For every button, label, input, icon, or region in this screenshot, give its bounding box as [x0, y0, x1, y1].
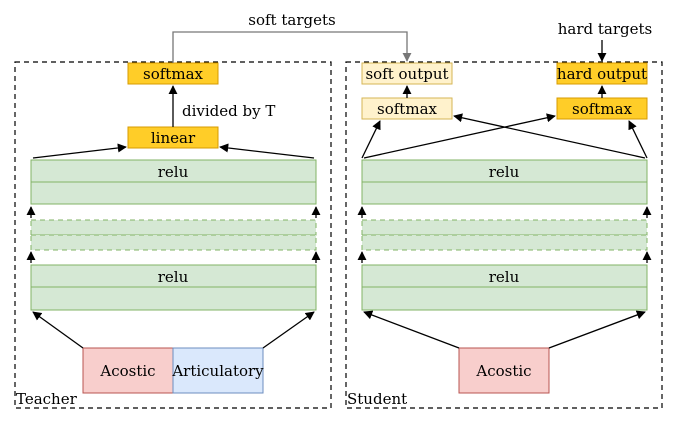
student-hard-softmax-label: softmax	[572, 100, 632, 118]
arrow-student-input-left	[363, 310, 460, 349]
arrow-relu-left-to-soft-softmax	[361, 120, 381, 159]
teacher-layer-2	[30, 181, 317, 205]
teacher-dashed-layer-1	[30, 219, 317, 236]
teacher-input-articulatory	[172, 347, 264, 394]
teacher-input-acoustic-label: Acostic	[99, 362, 155, 380]
student-hard-output-label: hard output	[557, 65, 647, 83]
student-relu-top-label: relu	[489, 163, 520, 181]
student-layer-4	[361, 286, 648, 311]
arrow-relu-right-to-soft-softmax	[453, 113, 646, 159]
arrow-relu-right-to-linear	[219, 143, 315, 159]
soft-targets-label: soft targets	[248, 11, 335, 29]
student-input-acoustic-label: Acostic	[475, 362, 531, 380]
teacher-softmax-label: softmax	[143, 65, 203, 83]
student-soft-output-box	[361, 62, 453, 85]
student-layer-2	[361, 181, 648, 205]
student-relu-bottom-label: relu	[489, 268, 520, 286]
teacher-linear-label: linear	[151, 129, 196, 147]
teacher-input-articulatory-label: Articulatory	[171, 362, 264, 380]
arrow-relu-left-to-linear	[32, 143, 127, 159]
teacher-relu-bottom-label: relu	[158, 268, 189, 286]
student-soft-softmax-label: softmax	[377, 100, 437, 118]
teacher-dashed-layer-2	[30, 234, 317, 251]
arrow-teacher-input-left	[32, 311, 84, 349]
teacher-relu-top-label: relu	[158, 163, 189, 181]
student-label: Student	[347, 390, 407, 408]
student-input-acoustic	[458, 347, 550, 394]
divided-by-t-label: divided by T	[182, 102, 275, 120]
student-hard-output-box	[556, 62, 648, 85]
teacher-layer-4	[30, 286, 317, 311]
student-frame	[345, 61, 663, 409]
arrow-teacher-input-right	[262, 311, 315, 349]
student-soft-output-label: soft output	[365, 65, 448, 83]
soft-targets-connector	[172, 31, 412, 63]
student-dashed-layer-1	[361, 219, 648, 236]
arrow-relu-left-to-hard-softmax	[363, 113, 556, 159]
teacher-label: Teacher	[16, 390, 78, 408]
student-dashed-layer-2	[361, 234, 648, 251]
arrow-relu-right-to-hard-softmax	[628, 120, 648, 159]
hard-targets-label: hard targets	[558, 20, 653, 38]
arrow-student-input-right	[548, 310, 646, 349]
